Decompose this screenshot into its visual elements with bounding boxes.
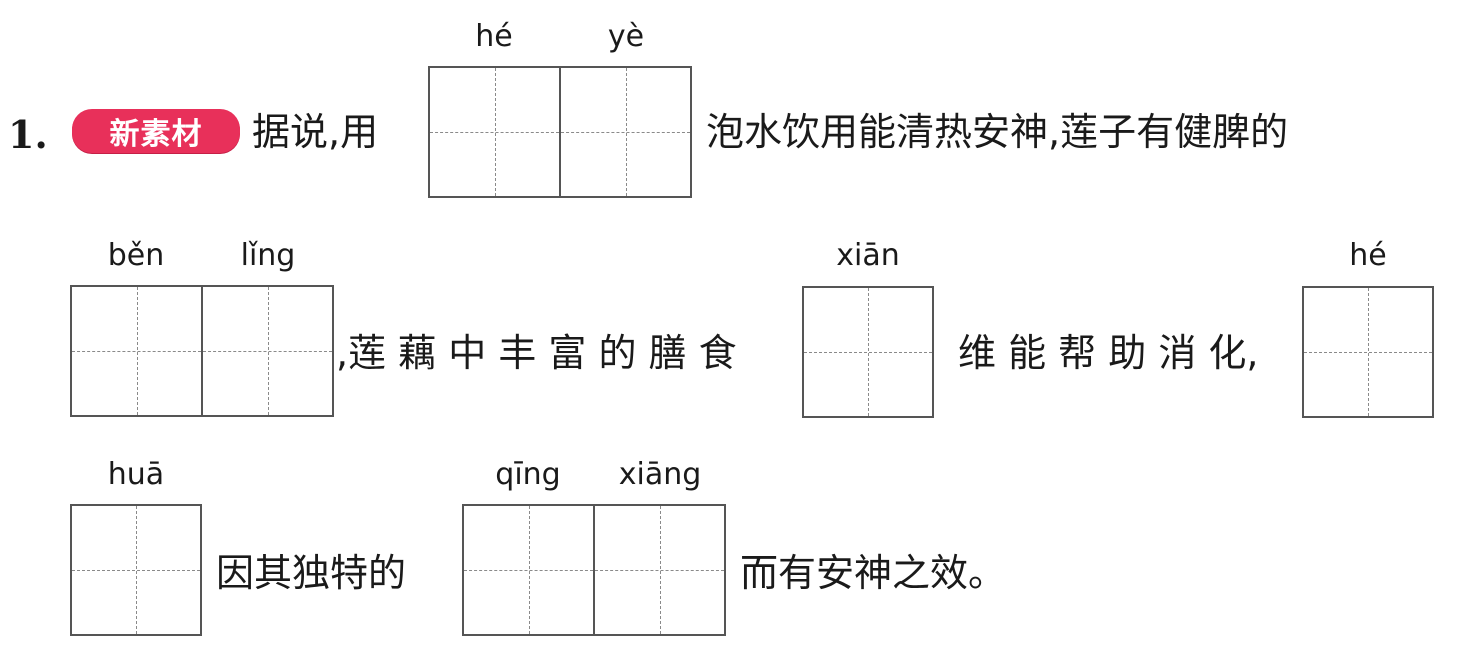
pinyin-ben: běn [107, 238, 165, 273]
pinyin-he-2: hé [1349, 238, 1387, 273]
answer-box-hua[interactable] [70, 504, 202, 636]
pinyin-xiang: xiāng [618, 457, 702, 492]
line3-text-1: 因其独特的 [216, 551, 407, 595]
line2-text-2: 维 能 帮 助 消 化, [958, 331, 1259, 375]
pinyin-hua: huā [107, 457, 165, 492]
pinyin-ye: yè [607, 19, 645, 54]
line1-text-after: 泡水饮用能清热安神,莲子有健脾的 [706, 110, 1289, 154]
answer-box-he-2[interactable] [1302, 286, 1434, 418]
line1-text-before: 据说,用 [252, 110, 379, 154]
pinyin-he: hé [475, 19, 513, 54]
answer-box-ye[interactable] [560, 66, 692, 198]
answer-box-ben[interactable] [70, 285, 202, 417]
answer-box-ling[interactable] [202, 285, 334, 417]
pinyin-qing: qīng [495, 457, 561, 492]
answer-box-he[interactable] [428, 66, 560, 198]
line3-text-2: 而有安神之效。 [740, 551, 1007, 595]
pinyin-ling: lǐng [240, 238, 296, 273]
new-material-badge: 新素材 [72, 109, 240, 153]
answer-box-qing[interactable] [462, 504, 594, 636]
line2-text-1: ,莲 藕 中 丰 富 的 膳 食 [336, 331, 737, 375]
answer-box-xiang[interactable] [594, 504, 726, 636]
question-number: 1. [8, 112, 48, 157]
answer-box-xian[interactable] [802, 286, 934, 418]
pinyin-xian: xiān [836, 238, 900, 273]
